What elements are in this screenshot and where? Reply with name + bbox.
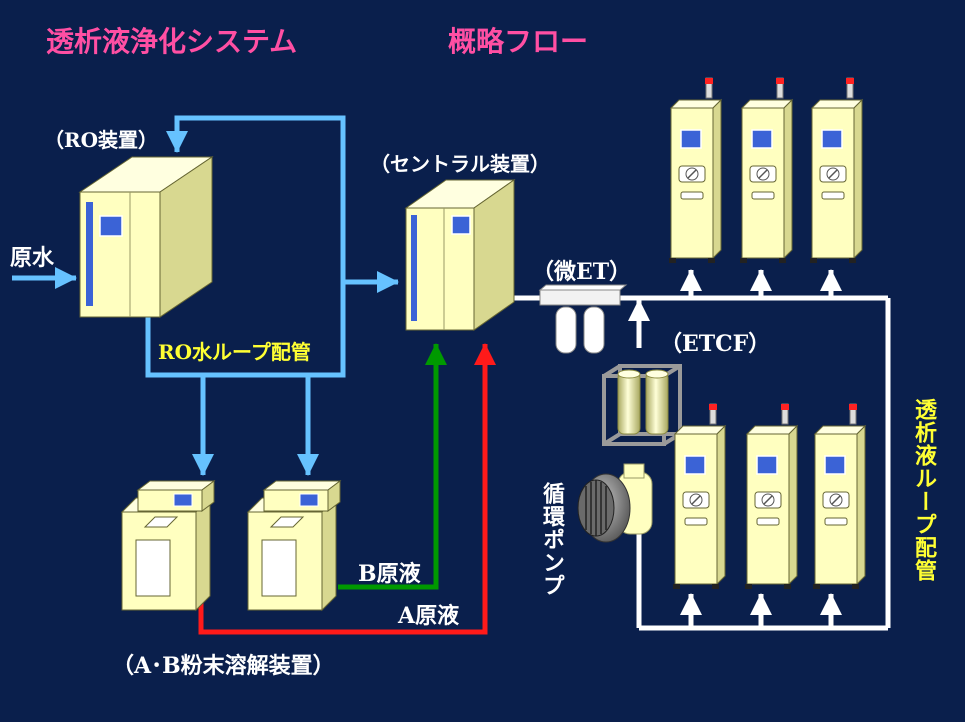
etcf-label: （ETCF） [660,331,771,357]
ro-water-loop [12,115,399,476]
a-concentrate-line [198,343,496,635]
etcf-filter [602,364,682,446]
central-unit-label: （セントラル装置） [370,152,550,176]
dialysate-loop-label: 透析液ループ配管 [911,398,937,582]
pump-label: 循環ポンプ [539,482,565,597]
powder-dissolver-b [246,480,342,612]
raw-water-label: 原水 [10,245,55,271]
dialysis-console [813,403,867,589]
powder-dissolver-a [120,480,216,612]
dialysis-console [673,403,727,589]
ro-unit-label: （RO装置） [44,128,159,152]
ro-unit [78,156,214,318]
b-concentrate-label: B原液 [358,561,421,587]
powder-unit-label: （A･B粉末溶解装置） [112,653,335,679]
central-unit [404,179,516,331]
b-concentrate-line [338,343,447,590]
circulation-pump [577,463,653,543]
dialysis-console [669,77,723,263]
ro-loop-label: RO水ループ配管 [158,340,311,364]
dialysis-console [745,403,799,589]
dialysis-consoles [669,77,867,589]
dialysis-console [810,77,864,263]
diagram-subtitle: 概略フロー [448,25,589,58]
a-concentrate-label: A原液 [398,603,460,629]
diagram-title: 透析液浄化システム [46,25,298,58]
micro-et-label: （微ET） [532,259,632,285]
dialysis-console [740,77,794,263]
micro-et-filter [538,284,628,354]
